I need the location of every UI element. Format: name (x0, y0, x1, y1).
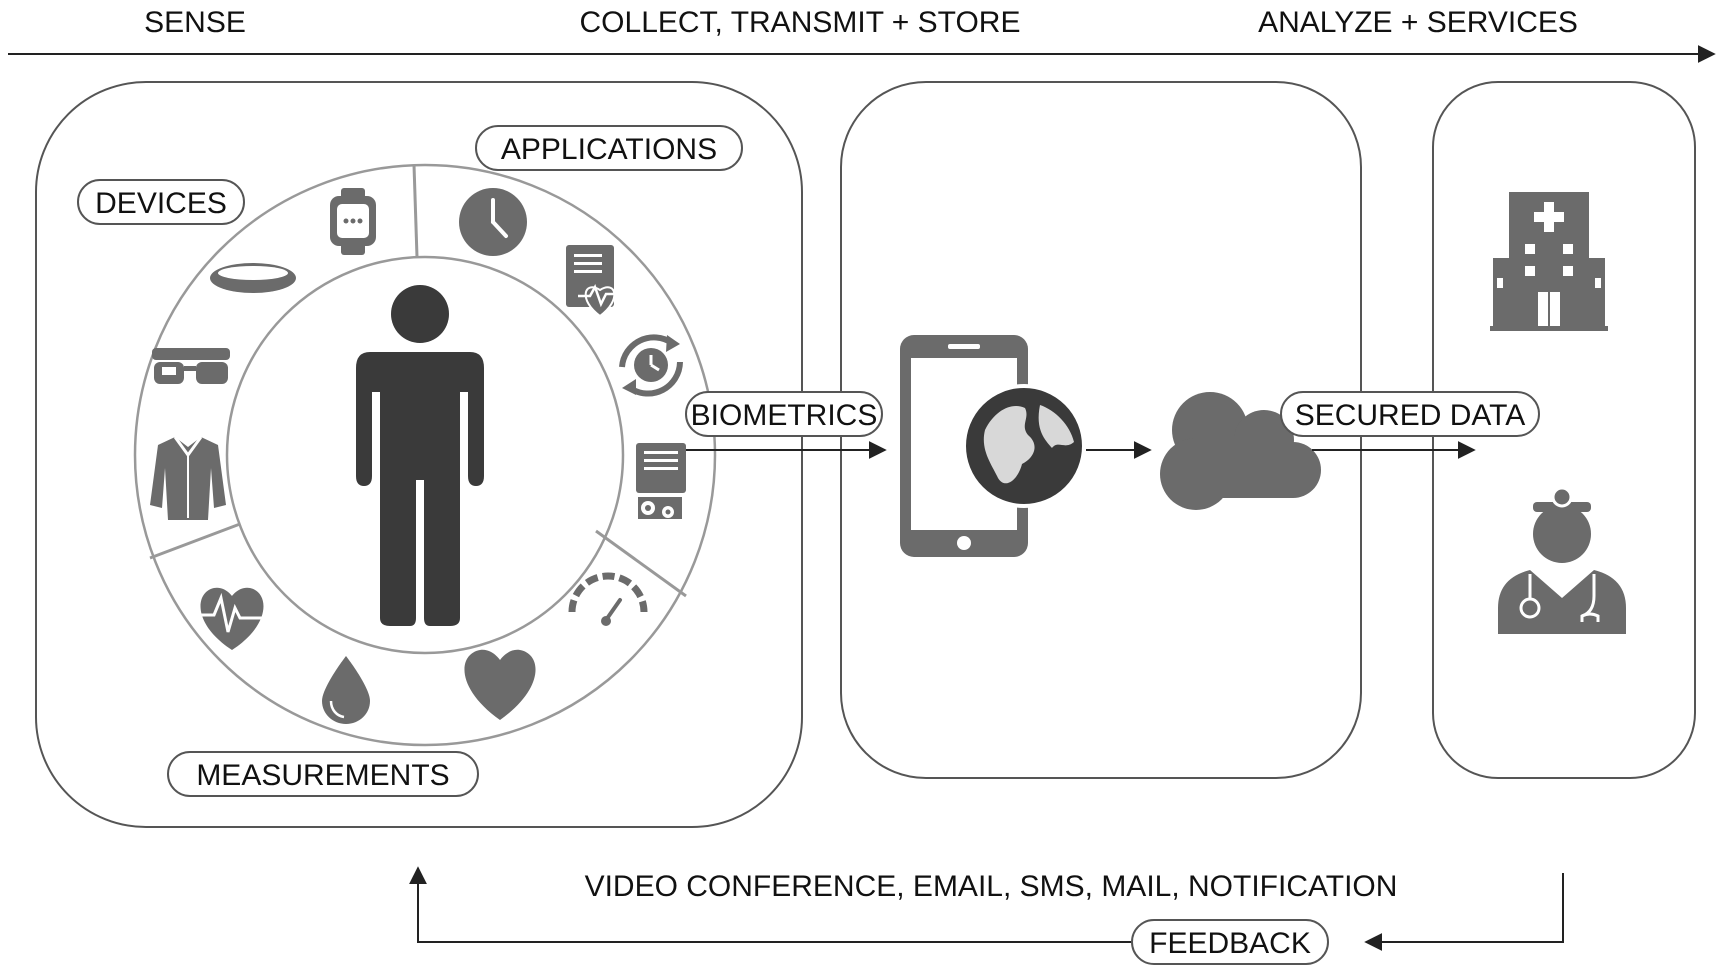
feedback-to-sense-arrow (409, 866, 1132, 943)
ring-divider-right (595, 529, 687, 598)
health-report-icon (566, 245, 626, 318)
fitness-band-icon (210, 263, 296, 293)
biometrics-label: BIOMETRICS (685, 391, 883, 437)
smart-shirt-icon (150, 436, 226, 520)
biometrics-flow: BIOMETRICS (685, 391, 887, 459)
svg-text:APPLICATIONS: APPLICATIONS (501, 133, 717, 166)
svg-text:FEEDBACK: FEEDBACK (1149, 927, 1311, 960)
gauge-icon (568, 572, 648, 626)
secured-data-flow: SECURED DATA (1280, 391, 1540, 459)
sense-panel-frame (35, 81, 803, 828)
ring-divider-left (149, 522, 241, 560)
stage-sense-label: SENSE (144, 6, 246, 39)
person-icon (356, 285, 484, 626)
svg-text:DEVICES: DEVICES (95, 187, 227, 220)
stage-collect-label: COLLECT, TRANSMIT + STORE (580, 6, 1021, 39)
measurements-label: MEASUREMENTS (167, 751, 479, 797)
stage-header: SENSE COLLECT, TRANSMIT + STORE ANALYZE … (8, 6, 1716, 63)
collect-panel (840, 81, 1362, 779)
blood-drop-icon (322, 656, 370, 724)
svg-text:SECURED DATA: SECURED DATA (1295, 399, 1526, 432)
secured-data-label: SECURED DATA (1280, 391, 1540, 437)
smart-glasses-icon (152, 348, 230, 384)
data-settings-icon (636, 443, 686, 519)
svg-text:BIOMETRICS: BIOMETRICS (691, 399, 878, 432)
feedback-loop: VIDEO CONFERENCE, EMAIL, SMS, MAIL, NOTI… (409, 866, 1564, 965)
heart-rate-icon (196, 587, 270, 650)
hospital-icon (1490, 192, 1608, 331)
sense-panel: DEVICES APPLICATIONS MEASUREMENTS (35, 81, 803, 828)
clock-icon (459, 188, 527, 256)
cloud-icon (1160, 392, 1321, 510)
applications-label: APPLICATIONS (475, 125, 743, 171)
services-panel (1432, 81, 1696, 779)
feedback-channels-text: VIDEO CONFERENCE, EMAIL, SMS, MAIL, NOTI… (585, 870, 1398, 903)
heart-icon (464, 649, 536, 720)
sensor-ring (133, 163, 717, 747)
globe-icon (962, 384, 1086, 508)
feedback-return-arrow (1364, 873, 1564, 951)
stage-analyze-label: ANALYZE + SERVICES (1258, 6, 1578, 39)
svg-text:MEASUREMENTS: MEASUREMENTS (196, 759, 449, 792)
feedback-label: FEEDBACK (1131, 919, 1329, 965)
smartwatch-icon (330, 188, 376, 255)
ring-divider-top (412, 164, 419, 258)
doctor-icon (1498, 486, 1626, 634)
devices-label: DEVICES (77, 179, 245, 225)
sync-clock-icon (619, 334, 683, 397)
